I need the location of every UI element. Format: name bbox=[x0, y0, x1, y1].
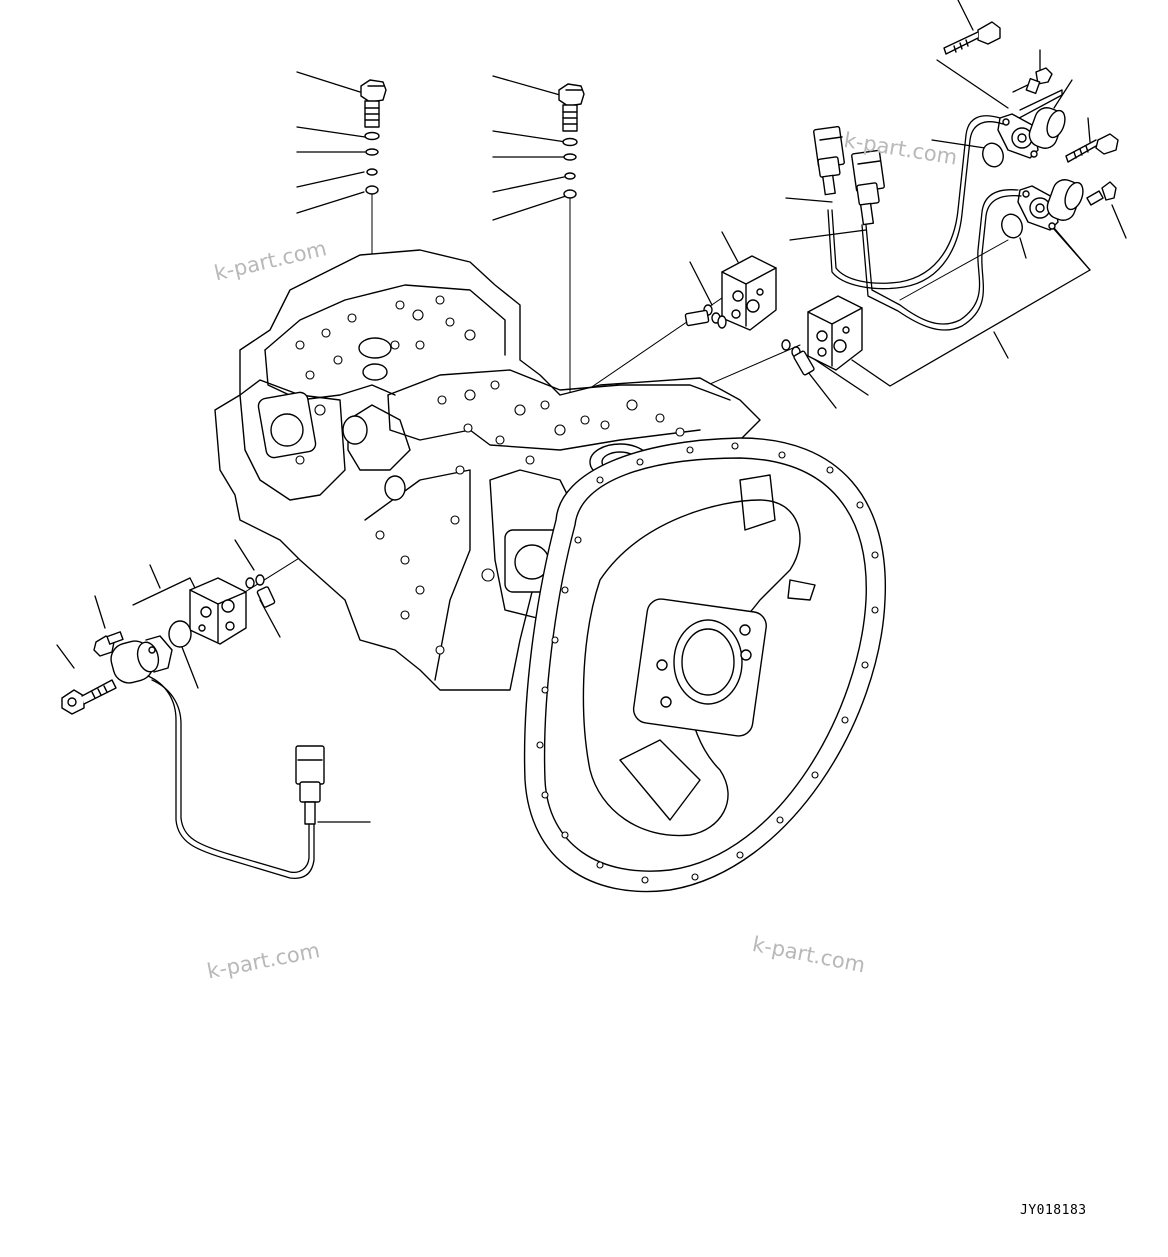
left-connector bbox=[295, 745, 325, 825]
solenoid-o-rings bbox=[982, 142, 1023, 239]
valve-block-upper bbox=[721, 255, 777, 331]
solenoid-harness-wires bbox=[827, 115, 1022, 331]
left-solenoid-bolt-long bbox=[61, 679, 117, 715]
solenoid-bolt-right-upper bbox=[1065, 133, 1119, 163]
left-valve-block bbox=[189, 577, 247, 645]
left-solenoid-bolt-short bbox=[93, 631, 124, 657]
small-o-rings-lower bbox=[781, 339, 815, 376]
left-harness-wire bbox=[147, 675, 315, 880]
o-rings-left bbox=[364, 131, 380, 195]
solenoid-lower bbox=[1017, 179, 1084, 231]
flywheel-housing bbox=[523, 437, 887, 893]
solenoid-bolt-short-top bbox=[1025, 67, 1053, 95]
solenoid-bolt-long-top bbox=[943, 21, 1001, 55]
solenoid-upper bbox=[997, 107, 1066, 159]
main-pump-body bbox=[214, 249, 761, 691]
connector-a bbox=[813, 125, 845, 196]
plug-bolt-right bbox=[558, 83, 585, 132]
left-solenoid bbox=[110, 635, 173, 684]
valve-block-lower bbox=[807, 295, 863, 371]
connector-b bbox=[851, 149, 885, 226]
small-o-rings-upper bbox=[684, 304, 727, 329]
solenoid-bolt-right-lower bbox=[1086, 181, 1117, 206]
plug-bolt-left bbox=[360, 79, 387, 128]
drawing-reference-id: JY018183 bbox=[1020, 1203, 1087, 1218]
o-rings-right bbox=[562, 137, 578, 199]
left-small-o-rings bbox=[245, 574, 276, 608]
left-o-ring bbox=[168, 620, 192, 648]
